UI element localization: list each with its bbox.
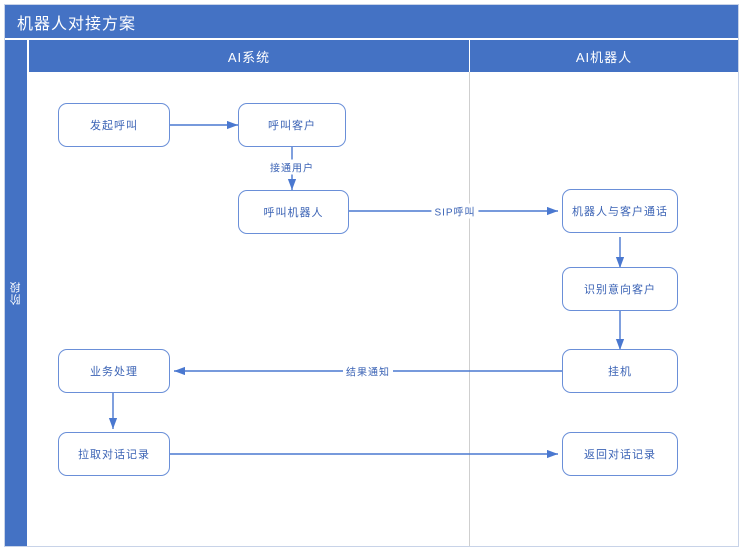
phase-label: 阶段 [10, 281, 22, 305]
node-return-dialog-log[interactable]: 返回对话记录 [562, 432, 678, 476]
lane-header-ai-system: AI系统 [29, 40, 470, 72]
phase-band: 阶段 [5, 40, 27, 546]
lane-header-ai-robot: AI机器人 [470, 40, 738, 72]
node-call-robot[interactable]: 呼叫机器人 [238, 190, 349, 234]
node-business-process[interactable]: 业务处理 [58, 349, 170, 393]
edge-label-connect-user: 接通用户 [267, 159, 317, 175]
node-call-customer[interactable]: 呼叫客户 [238, 103, 346, 147]
node-hang-up[interactable]: 挂机 [562, 349, 678, 393]
page-title: 机器人对接方案 [17, 15, 137, 33]
node-initiate-call[interactable]: 发起呼叫 [58, 103, 170, 147]
edge-label-sip-call: SIP呼叫 [431, 203, 479, 219]
edge-label-result-notify: 结果通知 [343, 363, 393, 379]
node-pull-dialog-log[interactable]: 拉取对话记录 [58, 432, 170, 476]
diagram-title-bar: 机器人对接方案 [5, 5, 738, 38]
node-robot-talk[interactable]: 机器人与客户通话 [562, 189, 678, 233]
node-identify-intent[interactable]: 识别意向客户 [562, 267, 678, 311]
